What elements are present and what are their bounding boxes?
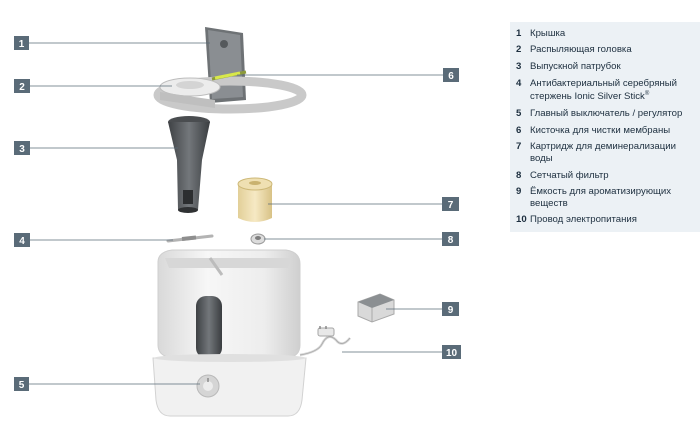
svg-text:3: 3 — [19, 144, 25, 155]
legend-number: 3 — [516, 60, 522, 72]
badge-6: 6 — [443, 68, 459, 82]
legend-number: 10 — [516, 214, 527, 226]
legend-label: Главный выключатель / регулятор — [530, 108, 683, 120]
mesh-filter-part — [250, 233, 266, 245]
legend-number: 5 — [516, 108, 522, 120]
legend-number: 9 — [516, 186, 522, 198]
legend-label: Крышка — [530, 27, 566, 39]
legend-label: Сетчатый фильтр — [530, 169, 609, 181]
legend-item-8: 8 Сетчатый фильтр — [510, 167, 700, 184]
badge-3: 3 — [14, 141, 30, 155]
badge-10: 10 — [442, 345, 461, 359]
svg-text:2: 2 — [19, 82, 25, 93]
svg-text:1: 1 — [19, 39, 25, 50]
badge-4: 4 — [14, 233, 30, 247]
spray-head-part — [153, 76, 307, 114]
badge-1: 1 — [14, 36, 29, 50]
legend-item-10: 10 Провод электропитания — [510, 212, 700, 229]
main-body-part — [152, 249, 307, 417]
legend-number: 6 — [516, 124, 522, 136]
legend-number: 7 — [516, 141, 522, 153]
legend-item-7: 7 Картридж для деминерализации воды — [510, 139, 700, 167]
legend-item-3: 3 Выпускной патрубок — [510, 58, 700, 75]
svg-text:6: 6 — [448, 71, 454, 82]
legend-label: Картридж для деминерализации воды — [530, 141, 676, 164]
cartridge-part — [237, 177, 273, 222]
svg-text:9: 9 — [448, 305, 454, 316]
svg-text:4: 4 — [19, 236, 25, 247]
legend-item-2: 2 Распыляющая головка — [510, 42, 700, 59]
badge-9: 9 — [442, 302, 459, 316]
legend-number: 4 — [516, 77, 522, 89]
legend-number: 1 — [516, 27, 522, 39]
legend-label: Выпускной патрубок — [530, 60, 621, 72]
svg-text:8: 8 — [448, 235, 454, 246]
aroma-container-part — [357, 293, 395, 323]
badge-8: 8 — [442, 232, 459, 246]
legend-item-6: 6 Кисточка для чистки мембраны — [510, 122, 700, 139]
registered-mark: ® — [644, 91, 650, 98]
badge-5: 5 — [14, 377, 29, 391]
legend-label: Кисточка для чистки мембраны — [530, 124, 671, 136]
legend-label-wrap: Антибактериальный серебряный стержень Io… — [530, 78, 696, 103]
legend-item-4: 4 Антибактериальный серебряный стержень … — [510, 75, 700, 105]
legend-label: Ёмкость для ароматизирующих веществ — [530, 186, 672, 209]
legend-number: 8 — [516, 169, 522, 181]
legend-label: Антибактериальный серебряный стержень Io… — [530, 77, 677, 103]
svg-text:10: 10 — [446, 348, 458, 359]
legend-number: 2 — [516, 44, 522, 56]
badge-2: 2 — [14, 79, 30, 93]
svg-text:5: 5 — [19, 380, 25, 391]
leader-lines — [28, 42, 443, 385]
svg-text:7: 7 — [448, 200, 454, 211]
parts-legend: 1 Крышка 2 Распыляющая головка 3 Выпускн… — [510, 22, 700, 232]
legend-label: Провод электропитания — [530, 214, 637, 226]
badge-7: 7 — [442, 197, 459, 211]
legend-label: Распыляющая головка — [530, 44, 632, 56]
power-cord-part — [299, 326, 351, 357]
legend-item-9: 9 Ёмкость для ароматизирующих веществ — [510, 184, 700, 212]
membrane-brush-part — [211, 70, 247, 81]
legend-item-5: 5 Главный выключатель / регулятор — [510, 105, 700, 122]
outlet-nozzle-part — [168, 116, 210, 213]
silver-stick-part — [166, 234, 214, 243]
legend-item-1: 1 Крышка — [510, 25, 700, 42]
